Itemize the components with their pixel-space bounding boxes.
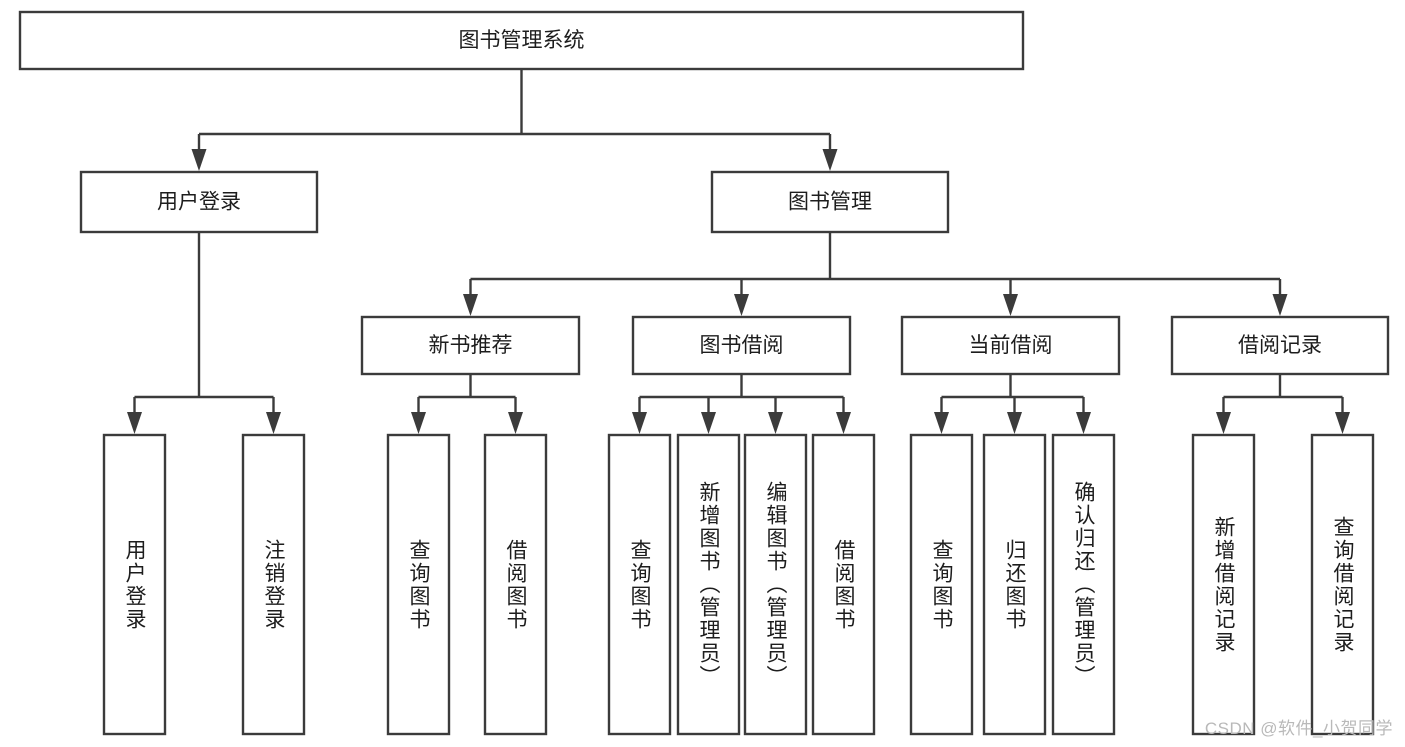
node-login[interactable]: 用户登录	[79, 170, 319, 234]
arrow-head-icon	[632, 412, 647, 434]
node-leaf-query-book-3[interactable]	[909, 433, 974, 736]
node-leaf-user-login[interactable]	[102, 433, 167, 736]
node-box-leaf-add-book[interactable]	[676, 433, 741, 736]
node-box-records[interactable]	[1170, 315, 1390, 376]
node-root[interactable]: 图书管理系统	[18, 10, 1025, 71]
node-box-leaf-query-record[interactable]	[1310, 433, 1375, 736]
node-label-login: 用户登录	[157, 191, 241, 214]
node-box-leaf-return-book[interactable]	[982, 433, 1047, 736]
arrow-head-icon	[701, 412, 716, 434]
arrow-head-icon	[1003, 294, 1018, 316]
arrow-head-icon	[1007, 412, 1022, 434]
node-leaf-borrow-book-2[interactable]	[811, 433, 876, 736]
node-box-current[interactable]	[900, 315, 1121, 376]
arrow-head-icon	[822, 149, 838, 171]
node-label-borrow: 图书借阅	[700, 334, 784, 357]
node-box-leaf-query-book-2[interactable]	[607, 433, 672, 736]
arrow-head-icon	[191, 149, 207, 171]
node-label-records: 借阅记录	[1238, 334, 1322, 357]
arrow-head-icon	[1216, 412, 1231, 434]
node-box-leaf-add-record[interactable]	[1191, 433, 1256, 736]
node-box-leaf-borrow-book-1[interactable]	[483, 433, 548, 736]
edges-layer	[127, 69, 1350, 434]
node-leaf-add-book[interactable]	[676, 433, 741, 736]
node-leaf-confirm-return[interactable]	[1051, 433, 1116, 736]
node-current[interactable]: 当前借阅	[900, 315, 1121, 376]
node-leaf-edit-book[interactable]	[743, 433, 808, 736]
node-box-leaf-logout[interactable]	[241, 433, 306, 736]
node-leaf-logout[interactable]	[241, 433, 306, 736]
node-leaf-add-record[interactable]	[1191, 433, 1256, 736]
node-newbook[interactable]: 新书推荐	[360, 315, 581, 376]
node-box-leaf-borrow-book-2[interactable]	[811, 433, 876, 736]
arrow-head-icon	[768, 412, 783, 434]
arrow-head-icon	[1076, 412, 1091, 434]
node-box-leaf-confirm-return[interactable]	[1051, 433, 1116, 736]
node-leaf-query-record[interactable]	[1310, 433, 1375, 736]
arrow-head-icon	[463, 294, 478, 316]
watermark-text: CSDN @软件_小贺同学	[1204, 719, 1393, 738]
node-box-leaf-query-book-1[interactable]	[386, 433, 451, 736]
node-box-leaf-user-login[interactable]	[102, 433, 167, 736]
node-label-current: 当前借阅	[969, 334, 1053, 357]
node-records[interactable]: 借阅记录	[1170, 315, 1390, 376]
node-label-newbook: 新书推荐	[429, 334, 513, 357]
node-leaf-return-book[interactable]	[982, 433, 1047, 736]
node-box-root[interactable]	[18, 10, 1025, 71]
arrow-head-icon	[836, 412, 851, 434]
node-borrow[interactable]: 图书借阅	[631, 315, 852, 376]
node-leaf-query-book-2[interactable]	[607, 433, 672, 736]
node-leaf-query-book-1[interactable]	[386, 433, 451, 736]
arrow-head-icon	[734, 294, 749, 316]
node-label-bookmgmt: 图书管理	[788, 191, 872, 214]
node-bookmgmt[interactable]: 图书管理	[710, 170, 950, 234]
arrow-head-icon	[1335, 412, 1350, 434]
node-box-leaf-edit-book[interactable]	[743, 433, 808, 736]
arrow-head-icon	[1272, 294, 1288, 316]
arrow-head-icon	[411, 412, 426, 434]
node-label-root: 图书管理系统	[459, 29, 585, 52]
arrow-head-icon	[508, 412, 523, 434]
node-box-newbook[interactable]	[360, 315, 581, 376]
arrow-head-icon	[266, 412, 281, 434]
node-box-bookmgmt[interactable]	[710, 170, 950, 234]
arrow-head-icon	[934, 412, 949, 434]
node-box-login[interactable]	[79, 170, 319, 234]
arrow-head-icon	[127, 412, 142, 434]
node-box-leaf-query-book-3[interactable]	[909, 433, 974, 736]
node-box-borrow[interactable]	[631, 315, 852, 376]
node-leaf-borrow-book-1[interactable]	[483, 433, 548, 736]
